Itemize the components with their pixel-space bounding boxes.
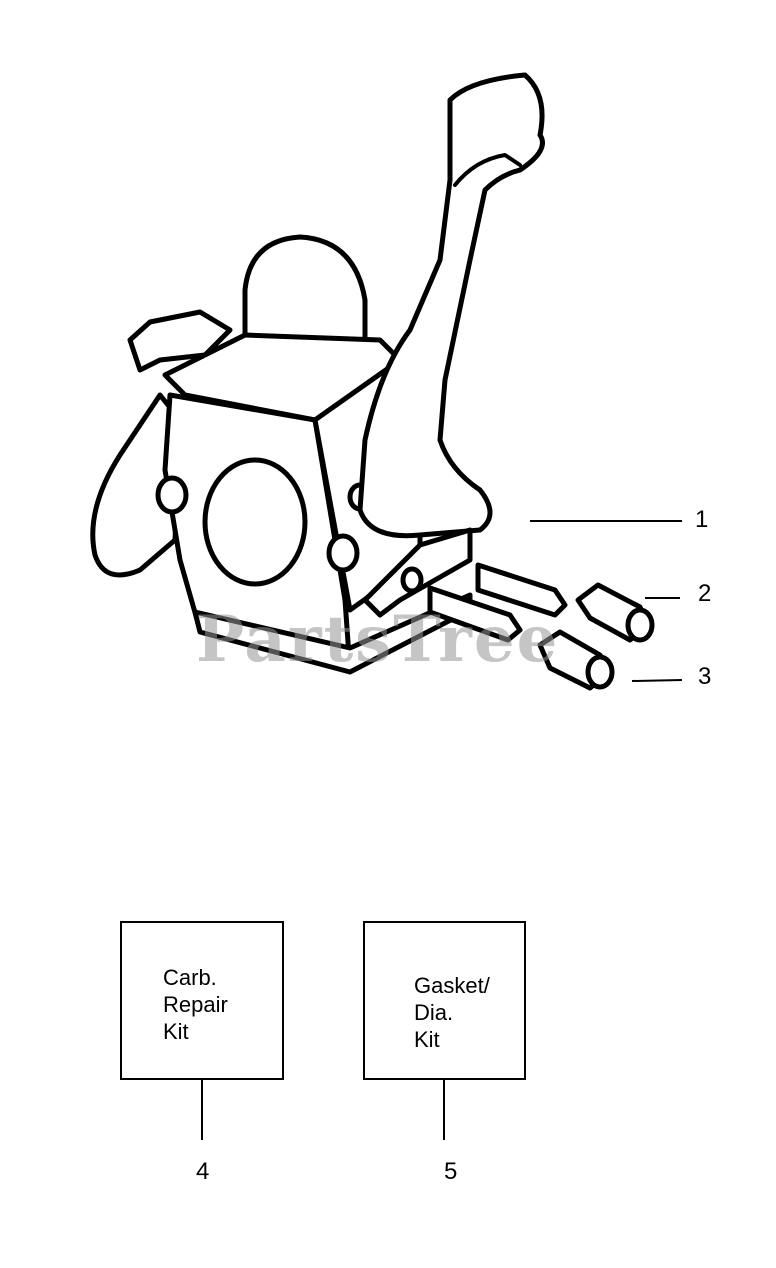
throttle-lever-edge xyxy=(453,153,522,187)
callout-number-3: 3 xyxy=(698,663,712,690)
kit-label-line: Kit xyxy=(163,1019,189,1044)
adjust-needle-high-icon xyxy=(475,562,568,618)
kit-label-line: Repair xyxy=(163,992,228,1017)
callout-number-4: 4 xyxy=(196,1158,210,1185)
adjust-needle-low-icon xyxy=(427,585,523,643)
carburetor-flange-icon xyxy=(90,392,183,578)
kit-label-line: Dia. xyxy=(414,1000,454,1025)
limiter-cap-low-icon xyxy=(537,629,615,691)
limiter-cap-high-icon xyxy=(575,582,655,643)
watermark: PartsTree xyxy=(196,602,560,677)
kit-label-line: Carb. xyxy=(163,965,217,990)
carb-repair-kit-box xyxy=(120,921,284,1080)
mount-hole-icon xyxy=(155,475,189,515)
mount-hole-icon xyxy=(326,533,360,573)
needle-boss-icon xyxy=(400,566,424,594)
callout-number-5: 5 xyxy=(444,1158,458,1185)
gasket-dia-kit-box xyxy=(363,921,526,1080)
gasket-dia-kit-label: Gasket/ Dia. Kit xyxy=(414,972,490,1053)
venturi-opening-icon xyxy=(202,457,308,587)
carb-repair-kit-label: Carb. Repair Kit xyxy=(163,964,228,1045)
kit-label-line: Kit xyxy=(414,1027,440,1052)
callout-number-2: 2 xyxy=(698,580,712,607)
callout-leader-3 xyxy=(631,679,683,682)
choke-lever-icon xyxy=(127,309,233,373)
throttle-lever-icon xyxy=(357,72,545,539)
kit-label-line: Gasket/ xyxy=(414,973,490,998)
callout-number-1: 1 xyxy=(695,506,709,533)
